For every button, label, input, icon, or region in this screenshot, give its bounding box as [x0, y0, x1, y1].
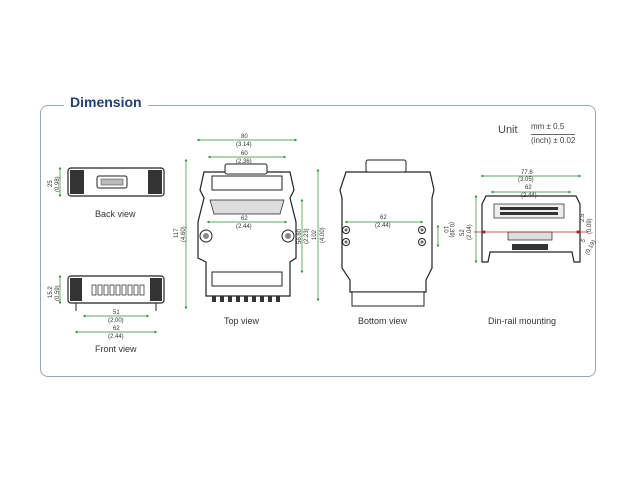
dim-top-height-102-inch: (4.00): [320, 227, 326, 243]
page-title: Dimension: [64, 94, 148, 110]
dim-bottom-hole-height-inch: (0.39): [448, 222, 454, 238]
dim-top-width-60: 60: [241, 151, 248, 157]
dim-top-height-56: 56.80: [297, 228, 303, 244]
dim-din-offset: 2.5: [580, 213, 586, 222]
dim-din-height: 52: [460, 229, 466, 236]
dim-din-width-inch: (3.05): [518, 177, 534, 183]
dim-top-hole-spacing-inch: (2.44): [236, 224, 252, 230]
dim-top-height-56-inch: (2.23): [304, 228, 310, 244]
dim-din-height-inch: (2.04): [467, 224, 473, 240]
dim-front-width-62-inch: (2.44): [108, 334, 124, 340]
dim-top-width-60-inch: (2.36): [236, 159, 252, 165]
dim-front-width-51: 51: [113, 310, 120, 316]
front-view-drawing: 15.2 (0.59) 51 (2.00) 62 (2.44): [48, 274, 165, 340]
unit-label: Unit: [498, 124, 518, 136]
dim-top-width-80: 80: [241, 134, 248, 140]
bottom-view-caption: Bottom view: [358, 316, 408, 326]
top-view-caption: Top view: [224, 316, 260, 326]
dim-bottom-hole-spacing-inch: (2.44): [375, 223, 391, 229]
din-rail-caption: Din-rail mounting: [488, 316, 557, 326]
dim-back-height: 25: [48, 180, 54, 187]
dim-top-width-80-inch: (3.14): [236, 142, 252, 148]
back-view-caption: Back view: [95, 209, 136, 219]
bottom-view-drawing: 62 (2.44) 10 (0.39): [339, 159, 454, 307]
dim-din-width: 77.6: [521, 170, 533, 176]
din-rail-drawing: 77.6 (3.05) 62 (2.44) 52 (2.04) 2.5 (0.0…: [460, 170, 598, 264]
dim-din-inner-width-inch: (2.44): [521, 193, 537, 199]
dim-din-inner-width: 62: [525, 185, 532, 191]
dim-back-height-inch: (0.98): [55, 176, 61, 192]
dim-din-rail: 5: [581, 238, 588, 244]
dimension-frame: [40, 105, 596, 377]
dim-front-height-inch: (0.59): [55, 285, 61, 301]
dim-bottom-hole-height: 10: [442, 226, 448, 233]
top-view-drawing: 80 (3.14) 60 (2.36) 62 (2.44) 117 (4.60)…: [174, 134, 326, 310]
unit-denominator: (inch) ± 0.02: [531, 134, 576, 145]
dim-din-offset-inch: (0.09): [587, 218, 593, 234]
dim-top-height-117: 117: [174, 228, 180, 238]
dim-top-height-102: 102: [312, 229, 318, 240]
dim-bottom-hole-spacing: 62: [380, 215, 387, 221]
front-view-caption: Front view: [95, 344, 137, 354]
dim-front-height: 15.2: [48, 286, 54, 298]
dim-top-hole-spacing: 62: [241, 216, 248, 222]
back-view-drawing: 25 (0.98): [48, 166, 165, 198]
dim-front-width-51-inch: (2.00): [108, 318, 124, 324]
dim-front-width-62: 62: [113, 326, 120, 332]
unit-numerator: mm ± 0.5: [531, 122, 565, 131]
dim-top-height-117-inch: (4.60): [181, 226, 187, 242]
